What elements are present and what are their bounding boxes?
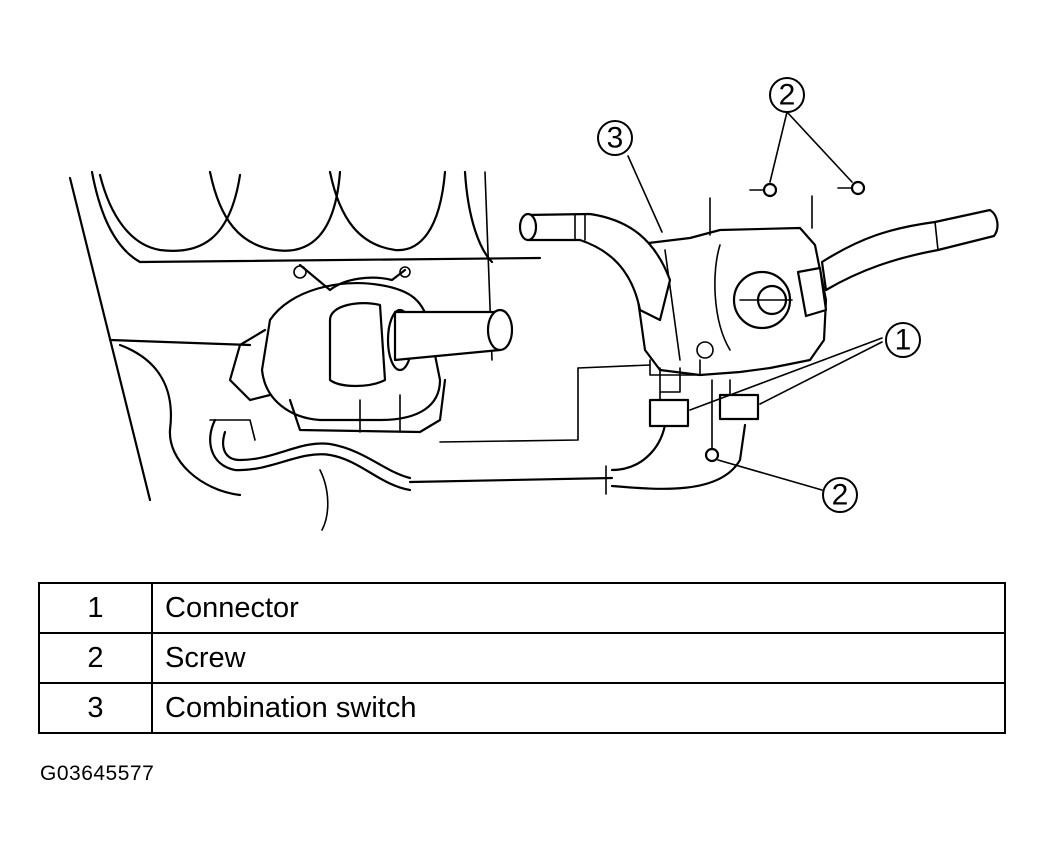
- left-stalk: [518, 212, 672, 322]
- screw-top-left: [749, 182, 778, 198]
- table-row: 3 Combination switch: [38, 682, 1006, 734]
- table-row: 2 Screw: [38, 632, 1006, 684]
- callout-2-top-label: 2: [779, 79, 796, 112]
- legend-label: Connector: [151, 582, 1006, 634]
- legend-table: 1 Connector 2 Screw 3 Combination switch: [38, 582, 1006, 734]
- steering-column: [228, 263, 514, 434]
- table-row: 1 Connector: [38, 582, 1006, 634]
- callout-3-label: 3: [607, 122, 624, 155]
- callout-3: 3: [597, 120, 633, 156]
- legend-number: 3: [38, 682, 153, 734]
- callout-1-label: 1: [895, 324, 912, 357]
- connectors: [648, 379, 760, 428]
- callout-1: 1: [885, 322, 921, 358]
- screw-bottom: [704, 379, 720, 463]
- combination-switch-body: [630, 226, 828, 393]
- combination-switch-illustration: 2 3 1 2: [68, 77, 999, 531]
- wiring-harness: [209, 418, 747, 495]
- legend-number: 1: [38, 582, 153, 634]
- legend-number: 2: [38, 632, 153, 684]
- screw-top-right: [837, 180, 866, 196]
- dashboard-outline: [68, 170, 542, 531]
- callout-2-bottom: 2: [822, 477, 858, 513]
- right-stalk: [820, 208, 999, 292]
- callout-2-bottom-label: 2: [832, 479, 849, 512]
- legend-label: Screw: [151, 632, 1006, 684]
- callout-leaders: [627, 111, 883, 491]
- figure-id: G03645577: [40, 762, 155, 785]
- screws: [704, 180, 866, 463]
- guide-lines: [439, 195, 813, 443]
- callout-2-top: 2: [769, 77, 805, 113]
- legend-label: Combination switch: [151, 682, 1006, 734]
